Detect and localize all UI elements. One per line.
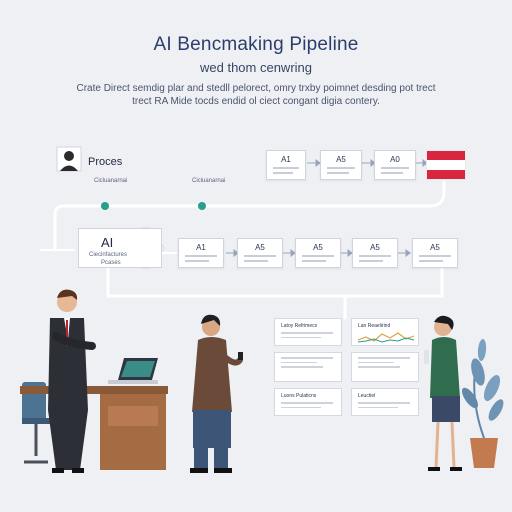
middle-card-5[interactable]: A5 <box>412 238 458 268</box>
man-with-phone <box>190 314 243 473</box>
middle-card-3[interactable]: A5 <box>295 238 341 268</box>
panel-4[interactable] <box>351 352 419 382</box>
desk <box>20 386 168 470</box>
description-line-2: trect RA Mide tocds endid ol ciect conga… <box>132 96 380 107</box>
proces-sub-b: Cicluanarnai <box>192 178 226 184</box>
proces-sub-a: Cicluanarnai <box>94 178 128 184</box>
node-dot-1 <box>101 202 109 210</box>
panel-3[interactable] <box>274 352 342 382</box>
panel-2-sparkline <box>357 332 415 343</box>
panel-2[interactable]: Lan Reaelirind <box>351 318 419 346</box>
middle-card-1[interactable]: A1 <box>178 238 224 268</box>
description-line-1: Crate Direct semdig plar and stedll pelo… <box>76 83 436 94</box>
node-dot-2 <box>198 202 206 210</box>
middle-card-2[interactable]: A5 <box>237 238 283 268</box>
top-card-1[interactable]: A1 <box>266 150 306 180</box>
woman-standing <box>424 315 462 471</box>
flag-icon <box>426 150 466 180</box>
lower-rail <box>106 266 444 298</box>
plant-icon <box>461 339 504 468</box>
man-in-suit <box>48 289 96 473</box>
page-title: AI Bencmaking Pipeline <box>153 34 359 55</box>
laptop-icon <box>108 358 158 384</box>
ai-card[interactable]: AI Ciecinfactures Pcases <box>78 228 162 268</box>
proces-label: Proces <box>88 156 123 168</box>
panel-6[interactable]: Leuctiel <box>351 388 419 416</box>
panel-1[interactable]: Latoy Refrimecs <box>274 318 342 346</box>
description: Crate Direct semdig plar and stedll pelo… <box>60 82 452 108</box>
top-card-3[interactable]: A0 <box>374 150 416 180</box>
page-subtitle: wed thom cenwring <box>200 60 312 75</box>
top-rail <box>53 180 446 252</box>
top-card-2[interactable]: A5 <box>320 150 362 180</box>
middle-card-4[interactable]: A5 <box>352 238 398 268</box>
panel-5[interactable]: Luons Pulaticns <box>274 388 342 416</box>
